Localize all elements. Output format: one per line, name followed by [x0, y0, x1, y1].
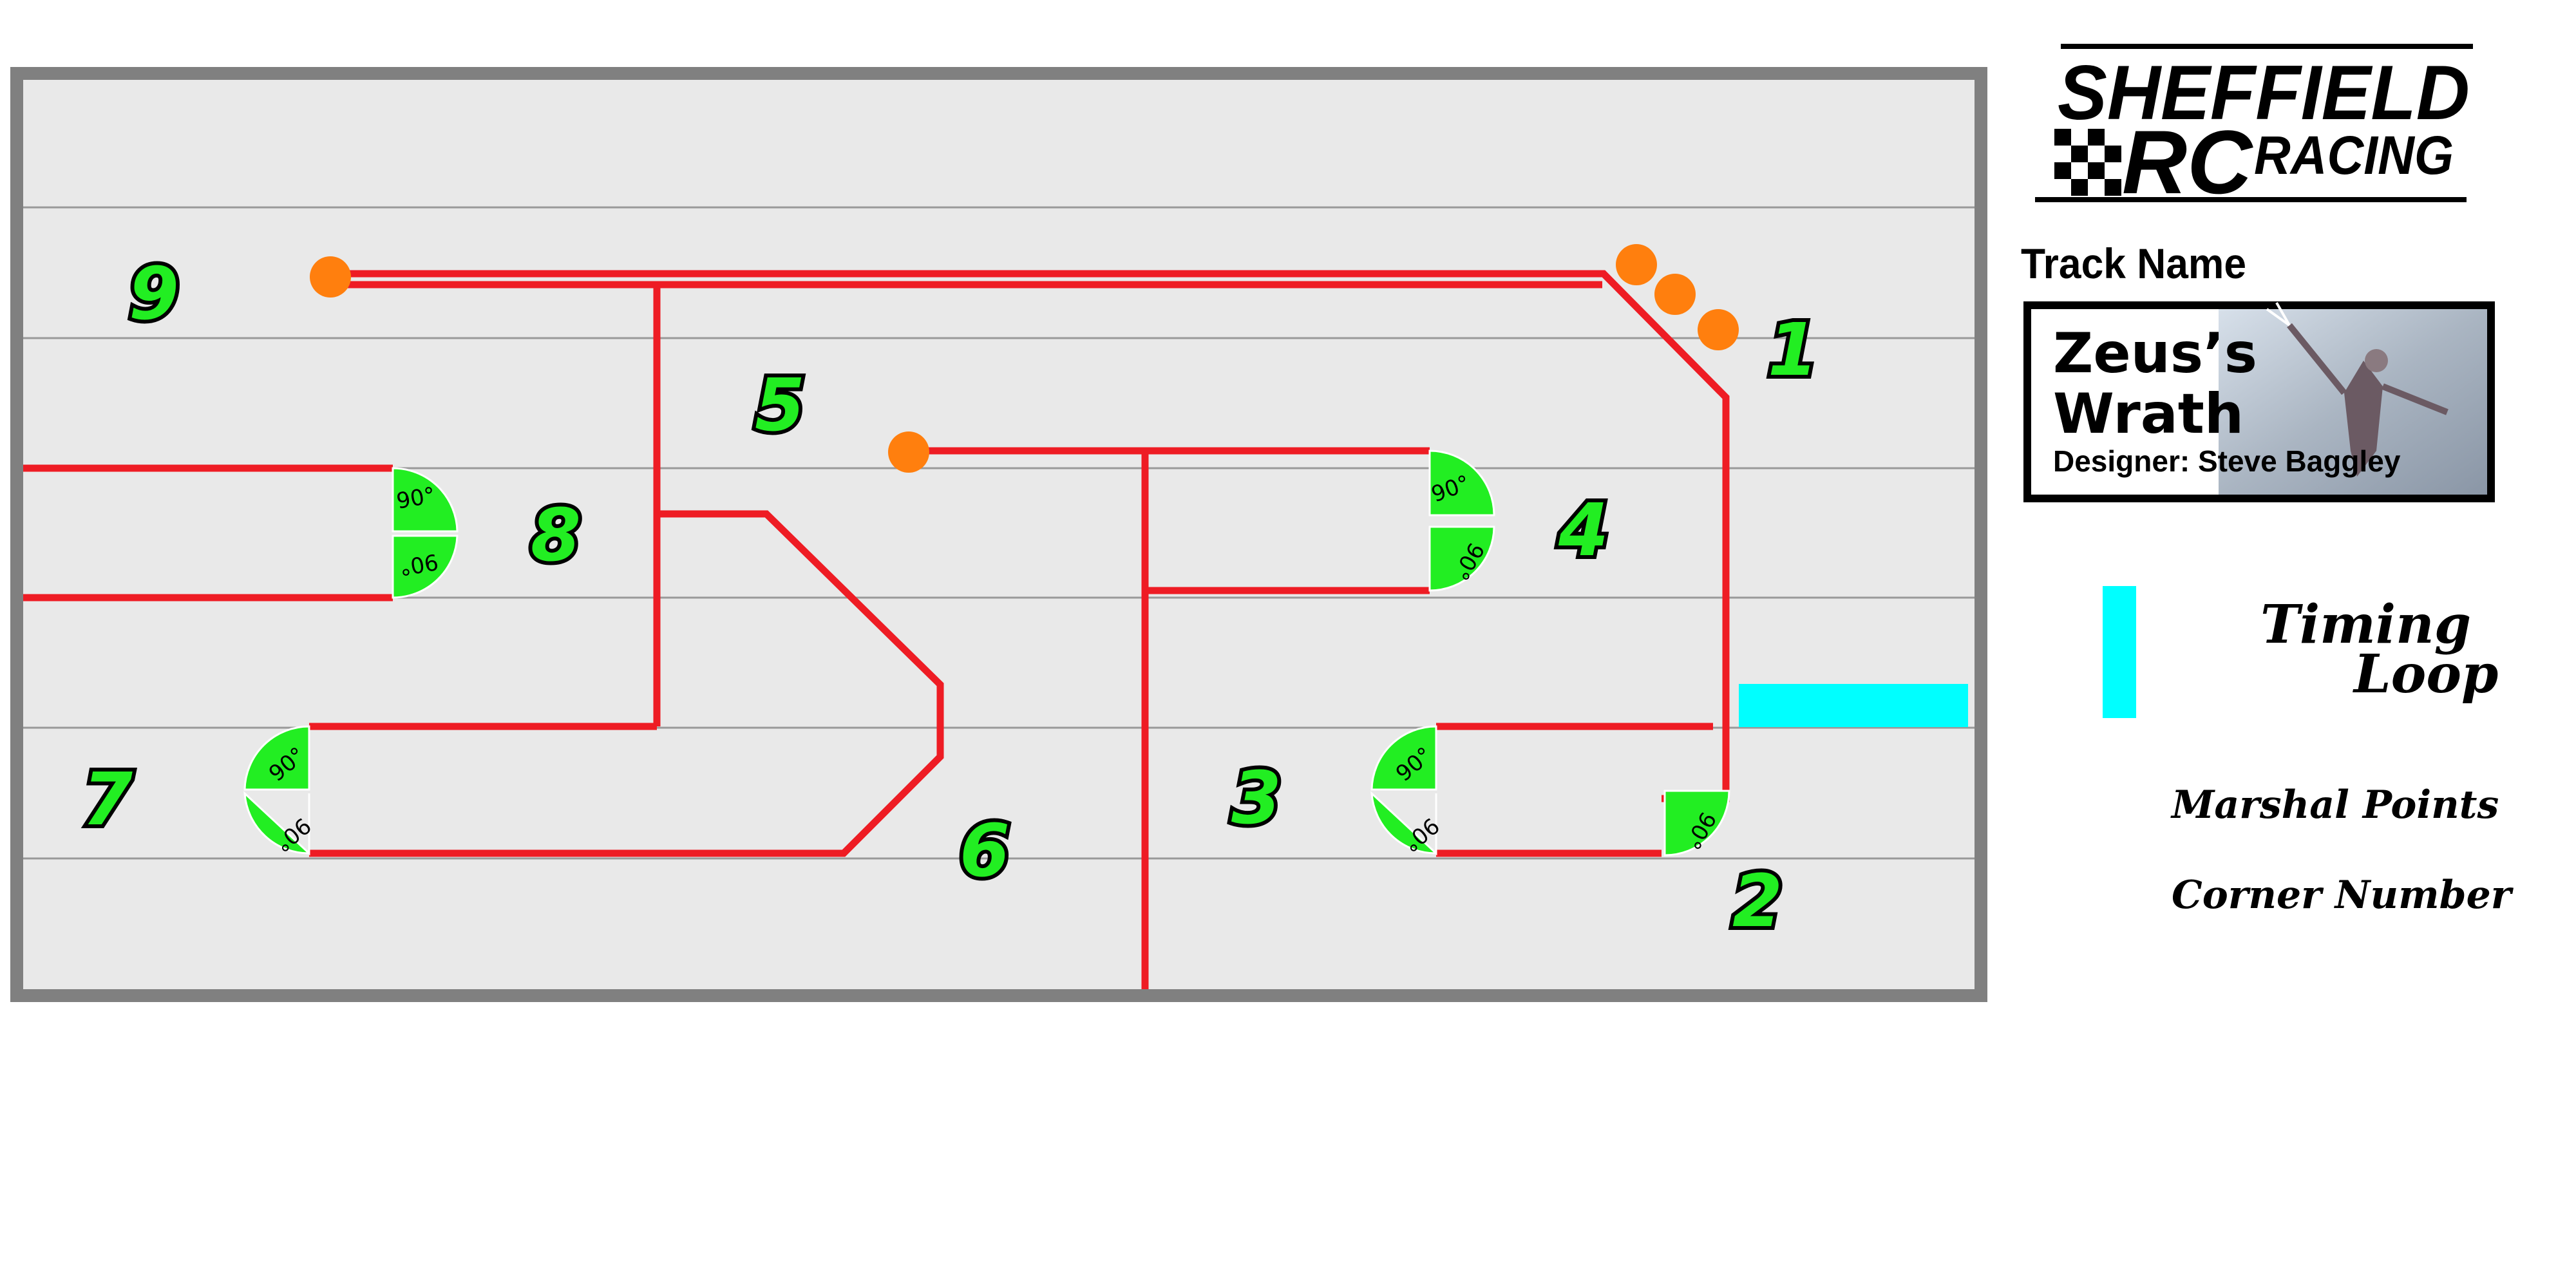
logo-racing: RACING: [2254, 125, 2454, 185]
marshal-point: [888, 431, 929, 473]
marshal-point: [310, 256, 351, 298]
corner-marker-8-upper: [392, 467, 459, 533]
corner-marker-2: [1663, 790, 1730, 857]
corner-marker-7-upper: [243, 725, 310, 791]
timing-loop-legend-swatch: [2103, 586, 2136, 718]
track-name-box: Zeus’s Wrath Designer: Steve Baggley: [2023, 301, 2495, 502]
corner-number-3: 3: [1231, 757, 1282, 840]
track-board: [10, 67, 1987, 1002]
corner-marker-8-lower: [392, 535, 459, 599]
corner-marker-3-lower: [1370, 791, 1437, 856]
checkered-flag-icon: [2054, 129, 2121, 196]
marshal-points: [310, 244, 1739, 473]
corner-marker-4-upper: [1428, 450, 1495, 516]
corner-number-2: 2: [1732, 860, 1783, 943]
marshal-point: [1616, 244, 1657, 285]
corner-number-8: 8: [531, 494, 581, 578]
corner-number-1: 1: [1768, 308, 1818, 392]
marshal-point: [1698, 309, 1739, 350]
corner-numbers: 1 2 3 4 5 6 7 8 9: [79, 249, 1822, 947]
legend-corner-number: Corner Number: [2172, 873, 2514, 918]
marshal-point: [1654, 274, 1696, 315]
corner-number-6: 6: [960, 810, 1010, 893]
track-title-line1: Zeus’s: [2053, 321, 2257, 386]
legend-timing-loop-line1: Timing: [2260, 594, 2471, 656]
designer-credit: Designer: Steve Baggley: [2053, 444, 2401, 478]
legend-marshal-points: Marshal Points: [2170, 782, 2499, 828]
corner-marker-4-lower: [1428, 526, 1495, 592]
timing-loop-strip: [1739, 684, 1968, 727]
logo-rc: RC: [2122, 111, 2253, 213]
corner-number-9: 9: [129, 252, 179, 336]
logo-line1: SHEFFIELD: [2058, 50, 2470, 136]
track-name-label: Track Name: [2021, 240, 2246, 287]
zeus-figure-icon: [2266, 302, 2448, 477]
corner-marker-3-upper: [1370, 725, 1437, 791]
corner-marker-7-lower: [243, 791, 310, 856]
corner-number-7: 7: [82, 758, 133, 842]
corner-number-4: 4: [1558, 489, 1609, 573]
corner-number-5: 5: [755, 364, 805, 448]
legend-timing-loop-line2: Loop: [2353, 643, 2498, 705]
track-title-line2: Wrath: [2053, 382, 2244, 446]
legend: Timing Loop Marshal Points Corner Number: [2103, 586, 2514, 918]
degree-labels: 90° 90° 90° 90° 90° 90° 90° 90° 90°: [264, 470, 1721, 857]
corner-markers: [243, 450, 1730, 857]
track-line-chicane: [309, 510, 944, 857]
sheffield-rc-racing-logo: SHEFFIELD RC RACING: [2035, 44, 2473, 213]
